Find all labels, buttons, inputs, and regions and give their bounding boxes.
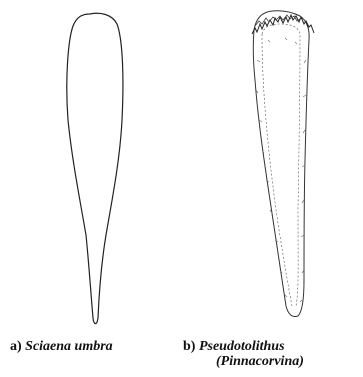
otolith-b-inner-outline xyxy=(262,24,300,306)
otolith-a-outline xyxy=(67,13,123,323)
otolith-b-outline xyxy=(253,11,309,317)
caption-a: a) Sciaena umbra xyxy=(10,339,113,354)
otolith-b-texture xyxy=(256,38,306,302)
caption-a-letter: a) xyxy=(10,339,22,354)
otolith-b-crest-2 xyxy=(255,15,300,26)
otolith-figure xyxy=(0,0,363,330)
otolith-drawings xyxy=(0,0,363,330)
caption-b-name: Pseudotolithus xyxy=(199,339,285,354)
caption-a-name: Sciaena umbra xyxy=(25,339,113,354)
otolith-b-crest xyxy=(252,15,314,34)
caption-b: b) Pseudotolithus xyxy=(183,339,285,354)
otolith-b xyxy=(252,11,314,317)
caption-b-letter: b) xyxy=(183,339,195,354)
caption-b-subname: (Pinnacorvina) xyxy=(216,354,304,369)
